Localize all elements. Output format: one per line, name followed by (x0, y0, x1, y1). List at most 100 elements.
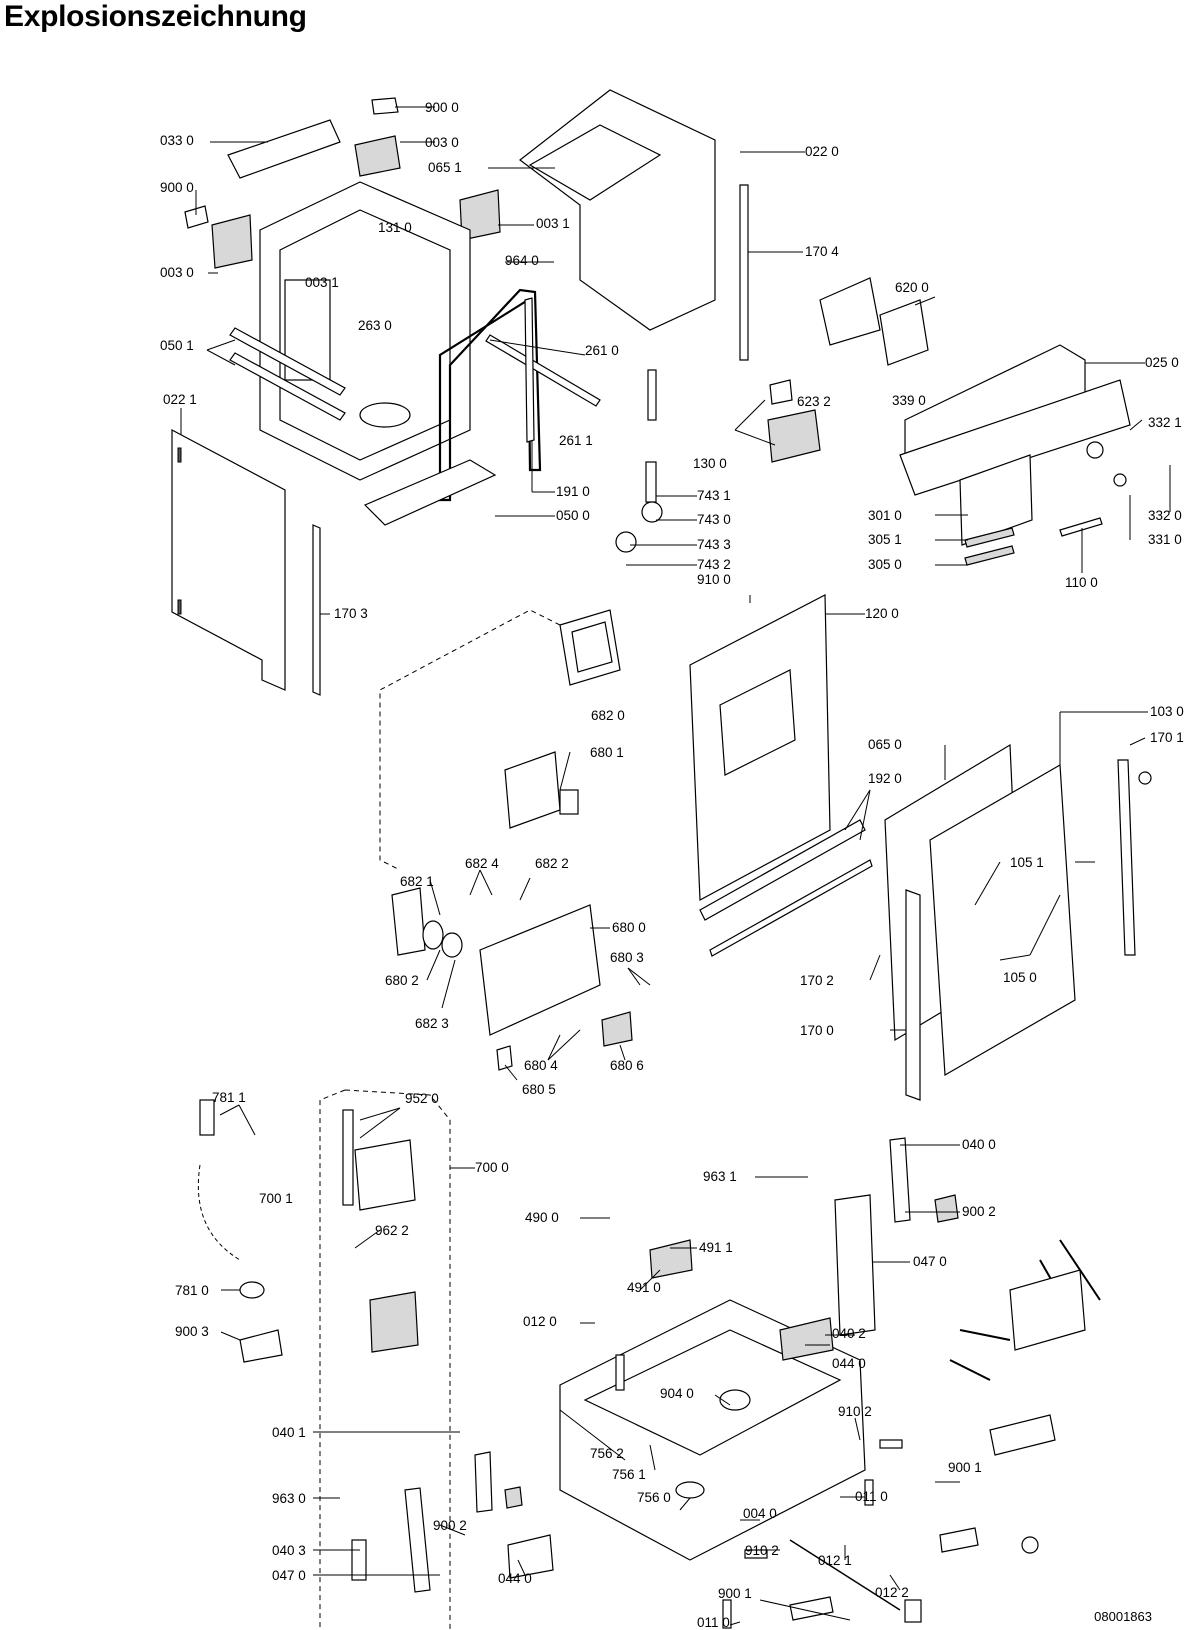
callout-label: 331 0 (1148, 532, 1182, 547)
callout-label: 105 1 (1010, 855, 1044, 870)
door-panel-shape (929, 763, 1076, 1077)
callout-label: 263 0 (358, 318, 392, 333)
callout-label: 050 1 (160, 338, 194, 353)
side-panel-right-shape (519, 89, 716, 331)
callout-label: 033 0 (160, 133, 194, 148)
callout-label: 110 0 (1065, 575, 1098, 590)
callout-label: 900 2 (433, 1518, 467, 1533)
callout-label: 900 0 (160, 180, 194, 195)
callout-label: 003 0 (160, 265, 194, 280)
callout-label: 065 1 (428, 160, 462, 175)
callout-label: 682 2 (535, 856, 569, 871)
callout-label: 003 1 (305, 275, 339, 290)
callout-label: 680 2 (385, 973, 419, 988)
part-shapes (171, 89, 1152, 1630)
callout-label: 191 0 (556, 484, 590, 499)
callout-label: 490 0 (525, 1210, 559, 1225)
callout-label: 491 1 (699, 1240, 733, 1255)
callout-label: 261 1 (559, 433, 593, 448)
callout-label: 065 0 (868, 737, 902, 752)
callout-label: 682 3 (415, 1016, 449, 1031)
callout-label: 025 0 (1145, 355, 1179, 370)
callout-label: 962 2 (375, 1223, 409, 1238)
callout-label: 040 1 (272, 1425, 306, 1440)
leader-lines (180, 106, 1171, 1626)
callout-label: 261 0 (585, 343, 619, 358)
callout-label: 900 2 (962, 1204, 996, 1219)
callout-label: 963 1 (703, 1169, 737, 1184)
callout-label: 756 1 (612, 1467, 646, 1482)
callout-label: 680 5 (522, 1082, 556, 1097)
callout-label: 743 3 (697, 537, 731, 552)
callout-label: 170 4 (805, 244, 839, 259)
callout-label: 105 0 (1003, 970, 1037, 985)
callout-label: 047 0 (272, 1568, 306, 1583)
callout-label: 680 6 (610, 1058, 644, 1073)
callout-label: 011 0 (697, 1615, 730, 1630)
callout-label: 680 1 (590, 745, 624, 760)
callout-label: 004 0 (743, 1506, 777, 1521)
callout-label: 756 0 (637, 1490, 671, 1505)
callout-label: 120 0 (865, 606, 899, 621)
callout-label: 170 0 (800, 1023, 834, 1038)
callout-label: 170 2 (800, 973, 834, 988)
callout-label: 910 2 (745, 1543, 779, 1558)
callout-label: 305 0 (868, 557, 902, 572)
callout-label: 910 2 (838, 1404, 872, 1419)
callout-label: 339 0 (892, 393, 926, 408)
callout-label: 050 0 (556, 508, 590, 523)
callout-label: 623 2 (797, 394, 831, 409)
callout-label: 900 1 (948, 1460, 982, 1475)
dispenser-shape (479, 904, 601, 1036)
callout-label: 131 0 (378, 220, 412, 235)
callout-label: 680 0 (612, 920, 646, 935)
callout-label: 682 1 (400, 874, 434, 889)
callout-labels: 900 0 033 0 003 0 065 1 022 0 900 0 003 … (160, 100, 1184, 1630)
callout-label: 011 0 (855, 1489, 888, 1504)
callout-label: 900 3 (175, 1324, 209, 1339)
callout-label: 040 0 (962, 1137, 996, 1152)
drawing-number: 08001863 (1094, 1609, 1152, 1624)
callout-label: 904 0 (660, 1386, 694, 1401)
callout-label: 012 1 (818, 1553, 852, 1568)
callout-label: 012 2 (875, 1585, 909, 1600)
callout-label: 680 4 (524, 1058, 558, 1073)
callout-label: 963 0 (272, 1491, 306, 1506)
callout-label: 003 0 (425, 135, 459, 150)
callout-label: 044 0 (832, 1356, 866, 1371)
callout-label: 781 0 (175, 1283, 209, 1298)
callout-label: 305 1 (868, 532, 902, 547)
callout-label: 170 3 (334, 606, 368, 621)
callout-label: 044 0 (498, 1571, 532, 1586)
callout-label: 620 0 (895, 280, 929, 295)
page-title: Explosionszeichnung (4, 0, 307, 33)
callout-label: 743 0 (697, 512, 731, 527)
callout-label: 682 0 (591, 708, 625, 723)
callout-label: 952 0 (405, 1091, 439, 1106)
callout-label: 022 0 (805, 144, 839, 159)
facia-shape (899, 379, 1131, 496)
callout-label: 040 2 (832, 1326, 866, 1341)
cover-strip-shape (227, 119, 341, 179)
callout-label: 743 2 (697, 557, 731, 572)
callout-label: 900 1 (718, 1586, 752, 1601)
callout-label: 103 0 (1150, 704, 1184, 719)
callout-label: 900 0 (425, 100, 459, 115)
callout-label: 682 4 (465, 856, 499, 871)
callout-label: 680 3 (610, 950, 644, 965)
callout-label: 332 0 (1148, 508, 1182, 523)
callout-label: 964 0 (505, 253, 539, 268)
callout-label: 301 0 (868, 508, 902, 523)
callout-label: 130 0 (693, 456, 727, 471)
callout-label: 781 1 (212, 1090, 246, 1105)
callout-label: 003 1 (536, 216, 570, 231)
callout-label: 756 2 (590, 1446, 624, 1461)
callout-label: 040 3 (272, 1543, 306, 1558)
callout-label: 332 1 (1148, 415, 1182, 430)
callout-label: 743 1 (697, 488, 731, 503)
callout-label: 192 0 (868, 771, 902, 786)
callout-label: 012 0 (523, 1314, 557, 1329)
callout-label: 700 1 (259, 1191, 293, 1206)
side-panel-left-shape (171, 429, 286, 691)
